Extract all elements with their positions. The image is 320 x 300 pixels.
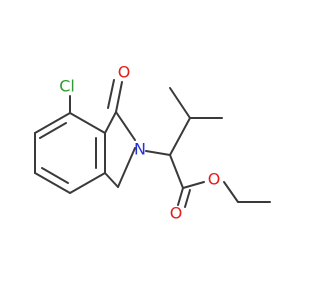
bond-ring-3 [34, 172, 71, 194]
atom-o-keto-label: O [118, 63, 131, 82]
bond-ester-c-o-double-1 [177, 187, 184, 206]
atom-cl-label: Cl [59, 77, 75, 96]
bond-n-alpha [145, 150, 171, 156]
molecule-structure: Cl O N O O [34, 63, 271, 223]
bond-ester-c-o-single [182, 181, 205, 189]
bond-n-ch2 [117, 147, 136, 188]
atom-n-label: N [134, 140, 146, 159]
bond-ring-1-inner [39, 122, 67, 139]
bond-ch-methyl-1 [169, 87, 191, 119]
structure-canvas: Cl O N O O [34, 62, 271, 223]
bond-carbonyl-n [115, 111, 136, 141]
bond-alpha-ch [169, 117, 191, 156]
bond-o-ethyl [223, 181, 239, 203]
bond-ring-1 [34, 112, 71, 134]
bond-ester-c-o-double-2 [184, 189, 191, 208]
bond-keto-o-1 [115, 81, 123, 113]
bond-ring-6 [69, 112, 106, 134]
bond-alpha-ester-c [169, 154, 184, 189]
bond-ch2-ring [104, 172, 119, 188]
bond-ring-4 [69, 172, 106, 194]
bond-keto-o-2 [107, 79, 115, 109]
atom-o-ester-carbonyl-label: O [170, 204, 183, 223]
bond-ring-carbonyl [104, 111, 117, 134]
bond-ring-3-inner [41, 167, 69, 184]
atom-o-ester-label: O [208, 170, 221, 189]
